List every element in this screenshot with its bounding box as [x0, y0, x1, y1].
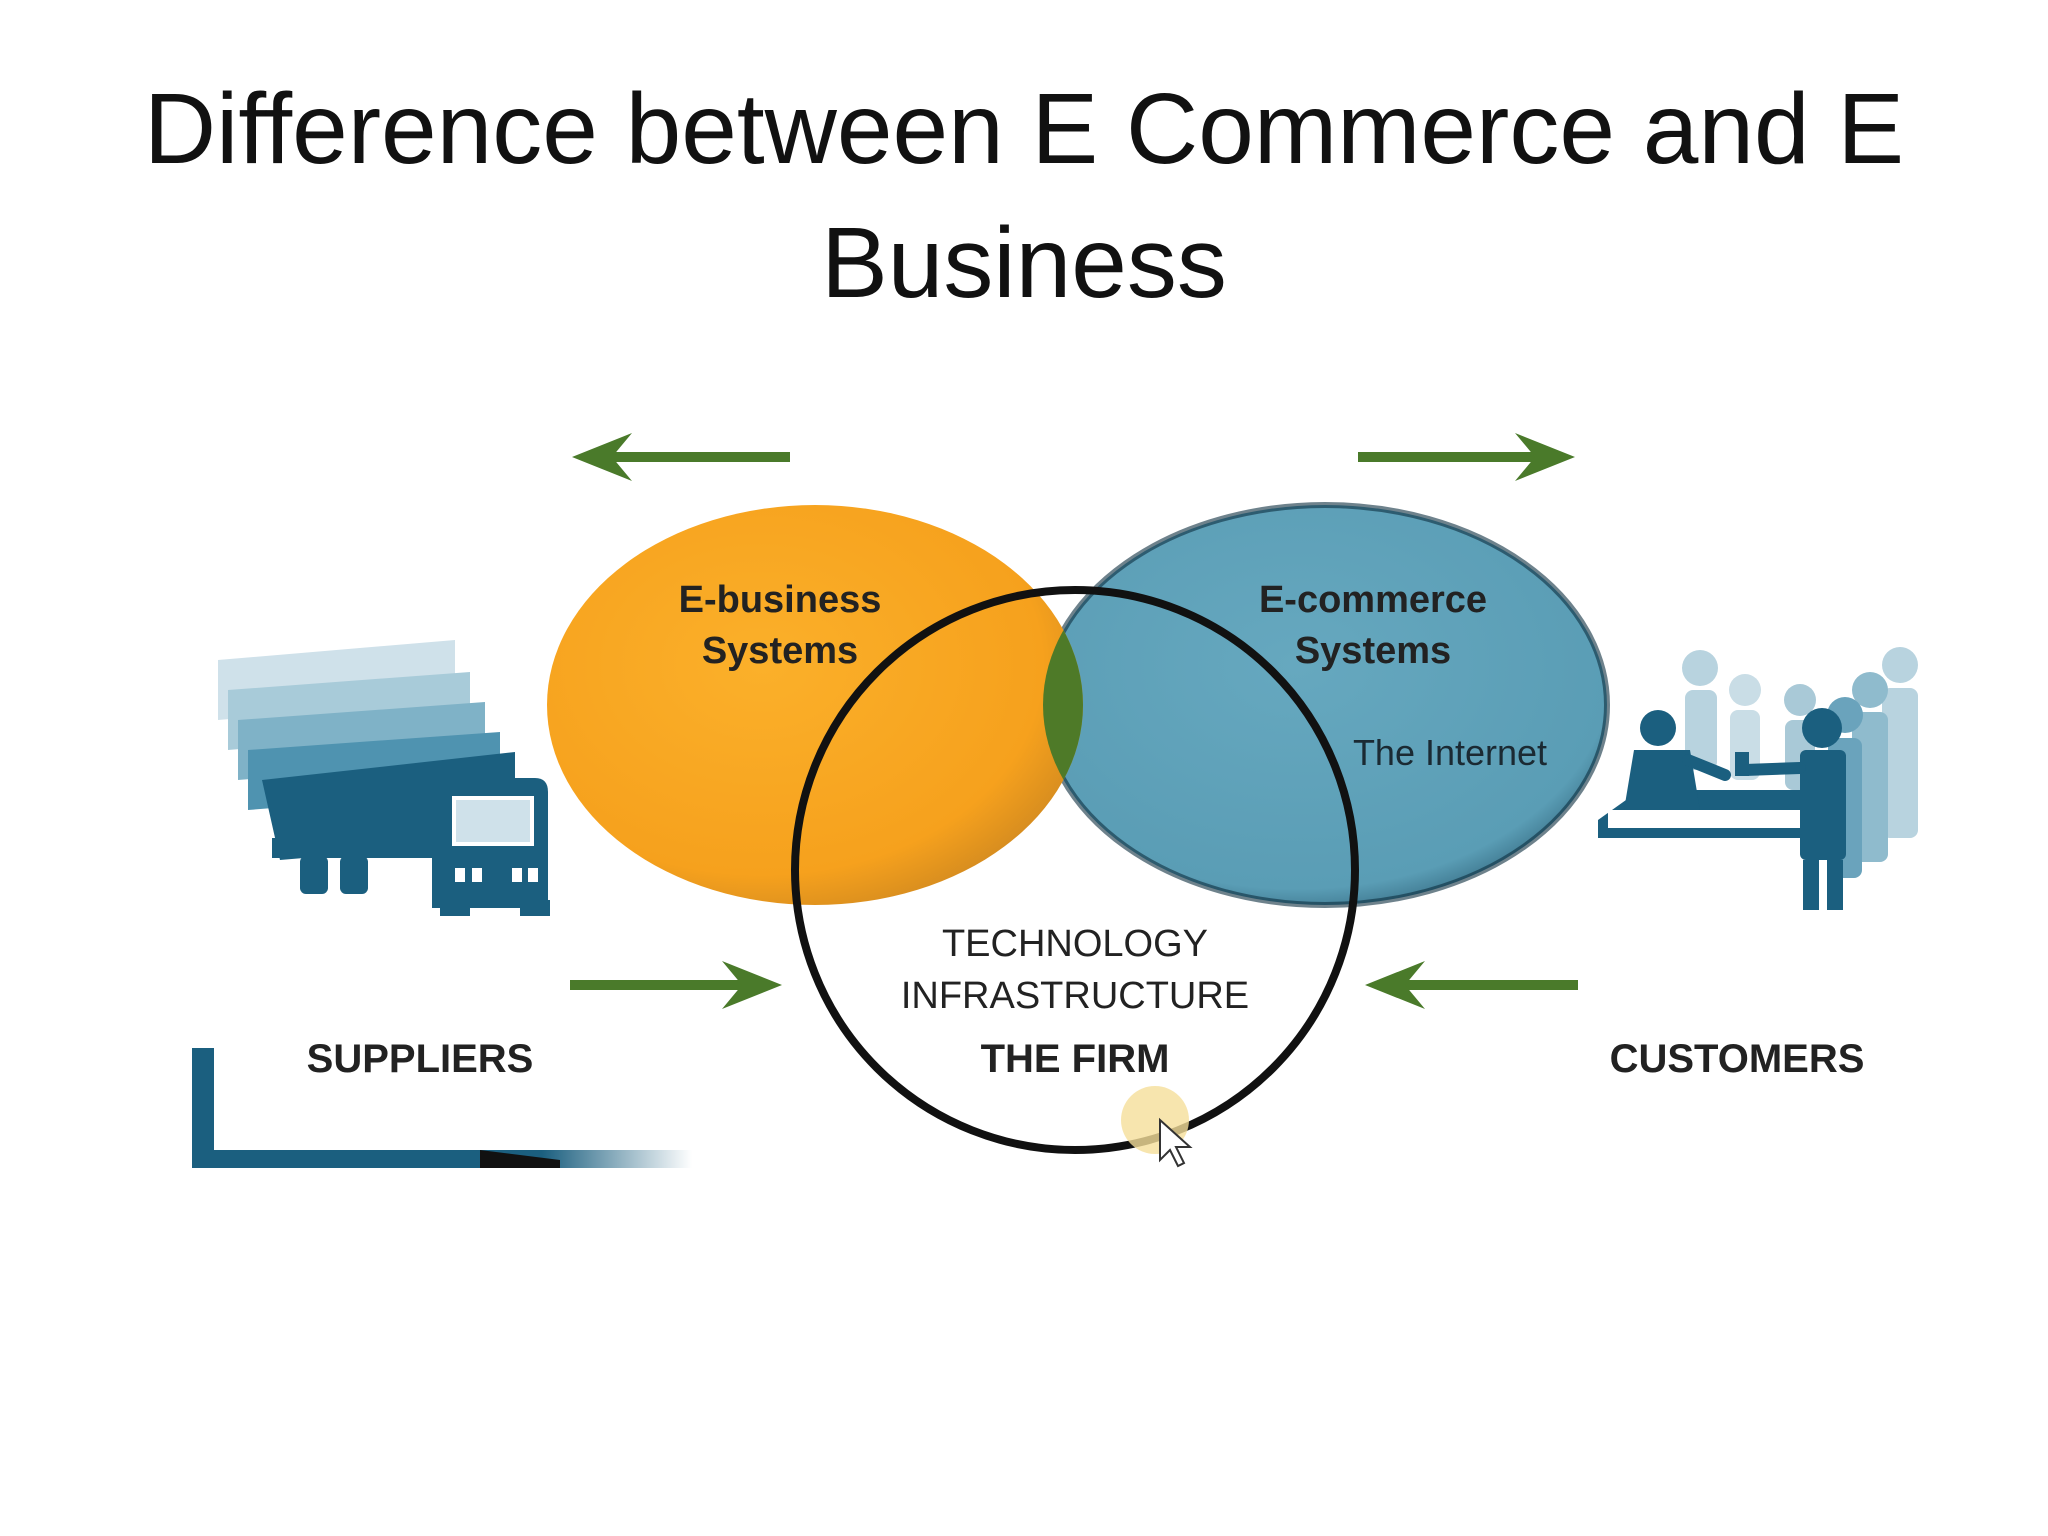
ebusiness-ellipse: [547, 505, 1083, 905]
corner-decoration: [192, 1048, 692, 1168]
customers-label: CUSTOMERS: [1610, 1037, 1865, 1081]
ecommerce-label-line2: Systems: [1295, 630, 1451, 672]
arrow-left-top: [572, 433, 790, 481]
firm-circle: [791, 586, 1359, 1154]
suppliers-label: SUPPLIERS: [307, 1037, 534, 1081]
ecommerce-ellipse: [1043, 505, 1607, 905]
technology-label-line2: INFRASTRUCTURE: [901, 975, 1249, 1017]
slide-title: Difference between E Commerce and E Busi…: [143, 73, 1905, 319]
internet-label: The Internet: [1353, 732, 1547, 773]
ebusiness-label-line1: E-business: [679, 579, 882, 621]
arrow-right-bottom: [570, 961, 782, 1009]
truck-icon: [218, 640, 550, 916]
ecommerce-label-line1: E-commerce: [1259, 579, 1487, 621]
technology-label-line1: TECHNOLOGY: [942, 923, 1208, 965]
mouse-cursor-icon: [1121, 1086, 1193, 1168]
ebusiness-label-line2: Systems: [702, 630, 858, 672]
arrow-right-top: [1358, 433, 1575, 481]
firm-label: THE FIRM: [981, 1037, 1170, 1081]
people-counter-icon: [1598, 647, 1918, 910]
arrow-left-bottom: [1365, 961, 1578, 1009]
